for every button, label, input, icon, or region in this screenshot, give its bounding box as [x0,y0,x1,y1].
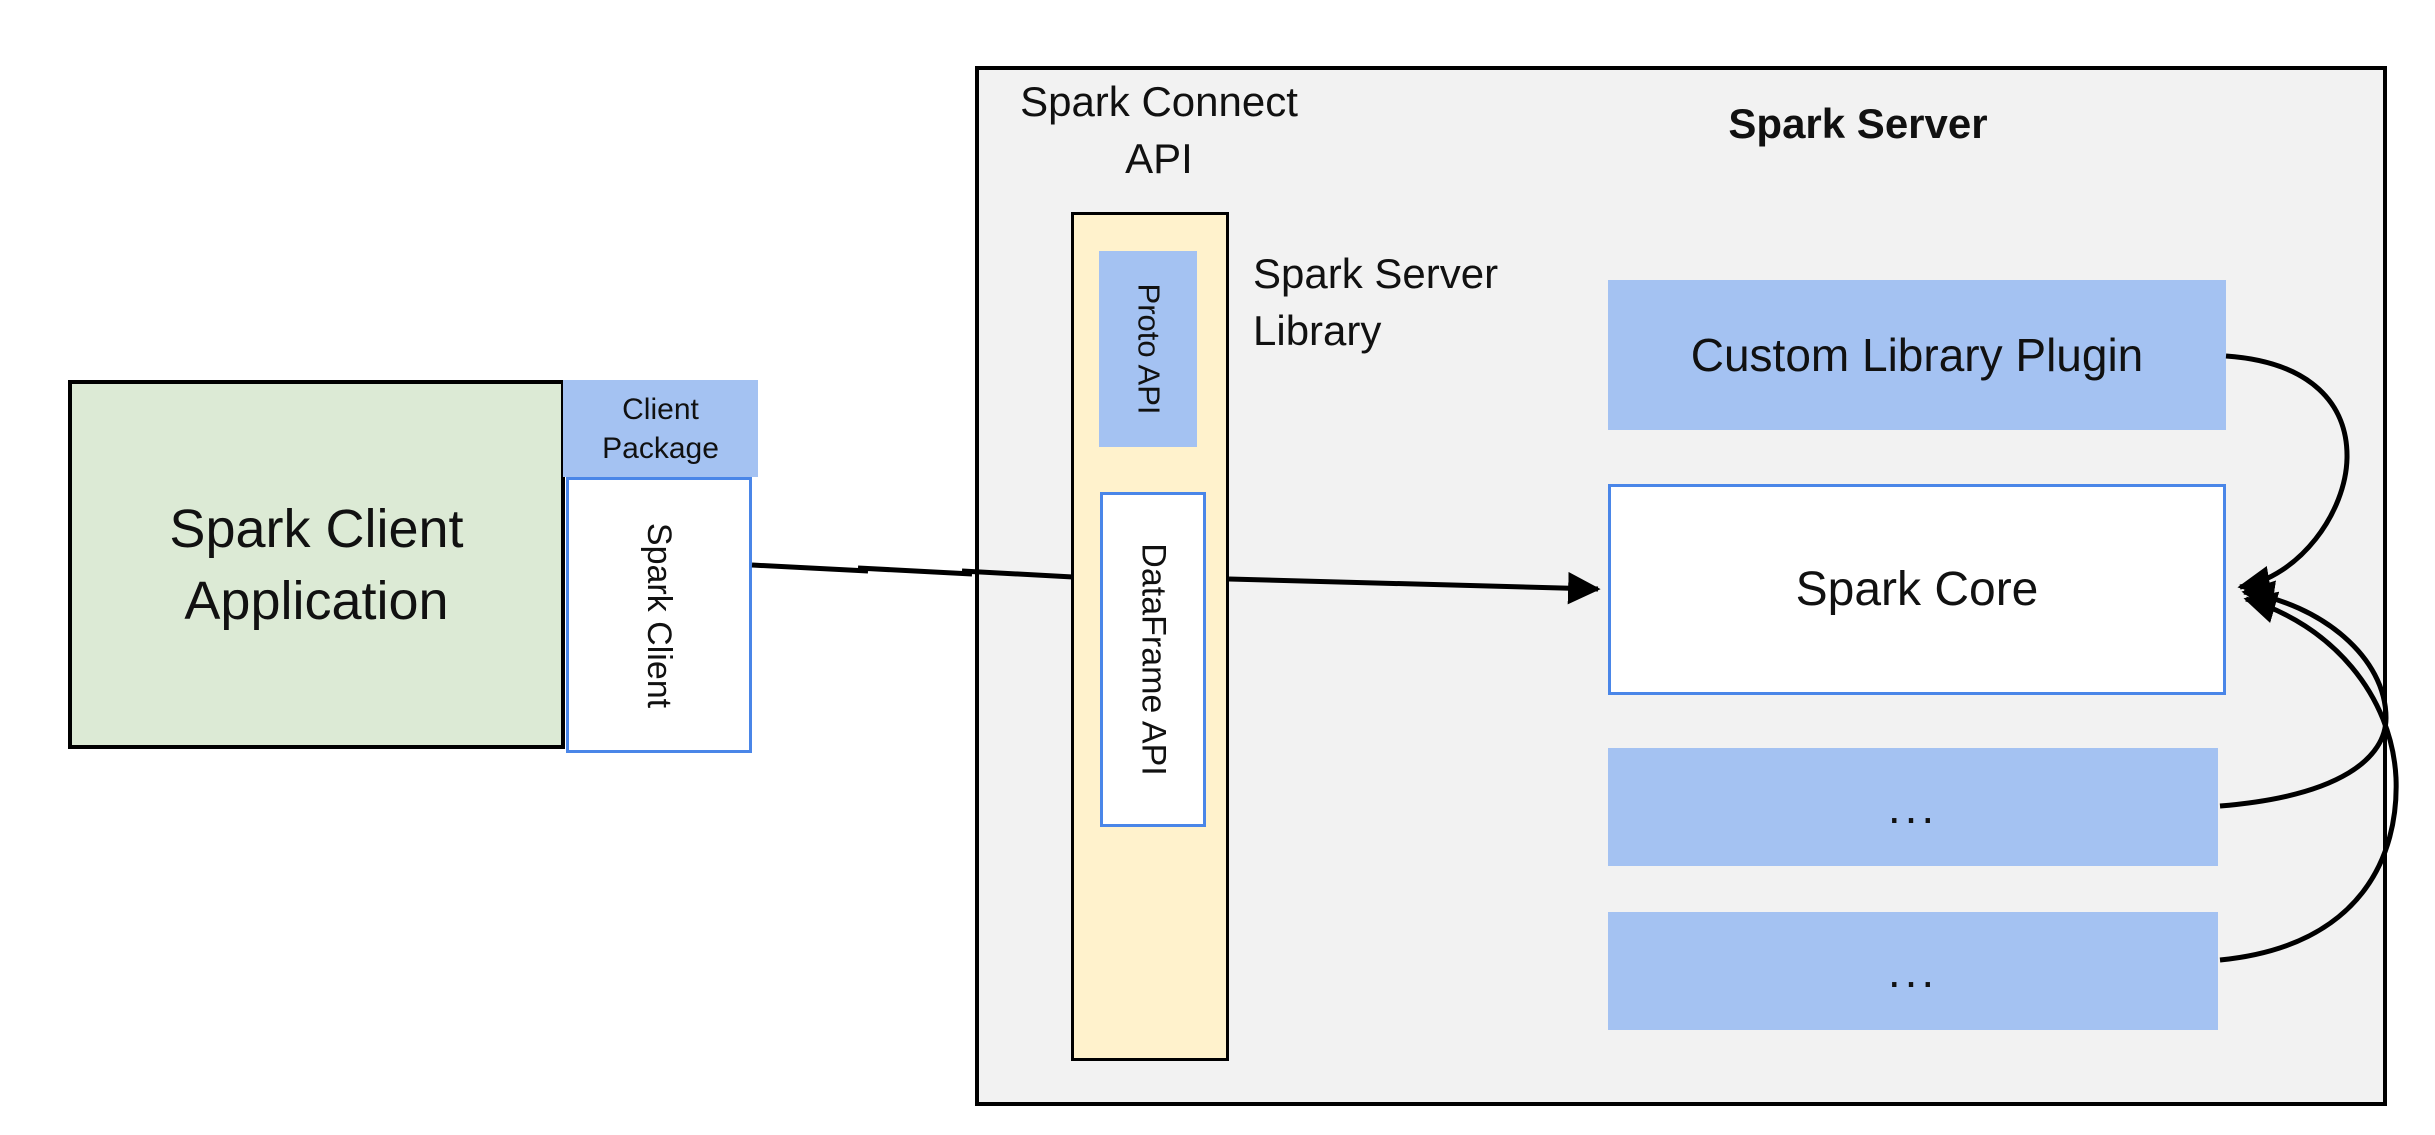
client-package-line2: Package [602,431,719,465]
spark-server-library-label: Spark Server Library [1253,246,1633,359]
spark-client-application-line1: Spark Client [169,498,464,559]
client-package-box: Client Package [563,380,758,477]
spark-client-label: Spark Client [640,522,679,708]
plugin-slot-2-box: ... [1608,912,2218,1030]
spark-connect-api-label: Spark Connect API [959,74,1359,187]
dataframe-api-box: DataFrame API [1100,492,1206,827]
spark-core-box: Spark Core [1608,484,2226,695]
spark-client-box: Spark Client [566,477,752,753]
spark-connect-api-line2: API [1125,134,1193,182]
spark-connect-api-line1: Spark Connect [1020,78,1298,125]
spark-client-application-line2: Application [184,570,449,631]
proto-api-box: Proto API [1099,251,1197,447]
proto-api-label: Proto API [1131,283,1166,415]
spark-server-title: Spark Server [1728,100,1988,147]
client-package-label: Client Package [602,390,719,468]
spark-server-library-line2: Library [1253,306,1382,354]
spark-client-application-label: Spark Client Application [169,493,463,637]
spark-server-library-line1: Spark Server [1253,250,1499,297]
spark-client-application-box: Spark Client Application [68,380,565,749]
client-package-line1: Client [622,392,699,426]
dataframe-api-label: DataFrame API [1134,543,1173,776]
plugin-slot-1-box: ... [1608,748,2218,866]
custom-library-plugin-box: Custom Library Plugin [1608,280,2226,430]
